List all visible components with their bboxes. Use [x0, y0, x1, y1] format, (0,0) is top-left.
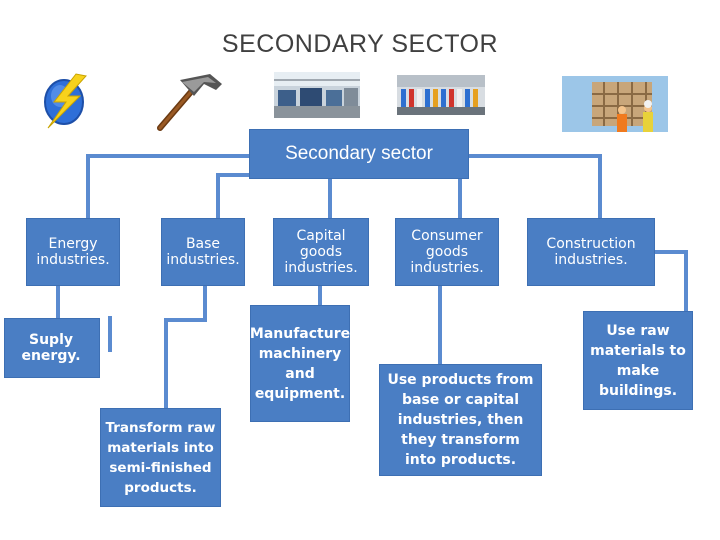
- hammer-icon: [157, 74, 222, 131]
- construction-site-photo: [562, 76, 668, 132]
- root-node-secondary-sector: Secondary sector: [249, 129, 469, 179]
- category-label: Consumer goods industries.: [410, 228, 484, 276]
- category-label: Construction industries.: [546, 236, 636, 268]
- description-label: Transform raw materials into semi-finish…: [105, 419, 216, 496]
- description-label: Use products from base or capital indust…: [387, 372, 534, 468]
- category-label: Capital goods industries.: [284, 228, 358, 276]
- category-energy: Energy industries.: [26, 218, 120, 286]
- category-consumer: Consumer goods industries.: [395, 218, 499, 286]
- description-construction: Use raw materials to make buildings.: [583, 311, 693, 410]
- description-label: Use raw materials to make buildings.: [590, 322, 686, 399]
- category-label: Energy industries.: [36, 236, 110, 268]
- root-node-label: Secondary sector: [285, 143, 433, 164]
- category-construction: Construction industries.: [527, 218, 655, 286]
- category-label: Base industries.: [166, 236, 240, 268]
- category-capital: Capital goods industries.: [273, 218, 369, 286]
- category-base: Base industries.: [161, 218, 245, 286]
- car-factory-photo: [274, 72, 360, 118]
- lightning-icon: [44, 73, 87, 129]
- description-label: Manufacture machinery and equipment.: [249, 325, 351, 402]
- page-title: SECONDARY SECTOR: [221, 30, 499, 58]
- description-base: Transform raw materials into semi-finish…: [100, 408, 221, 507]
- description-capital: Manufacture machinery and equipment.: [250, 305, 350, 422]
- description-energy: Suply energy.: [4, 318, 100, 378]
- textile-factory-photo: [397, 75, 485, 115]
- description-consumer: Use products from base or capital indust…: [379, 364, 542, 476]
- description-label: Suply energy.: [21, 332, 81, 364]
